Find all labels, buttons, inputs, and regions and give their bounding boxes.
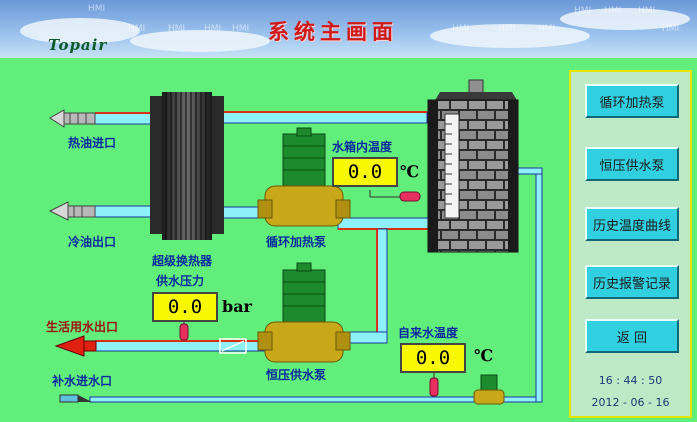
tap-temp-label: 自来水温度 (398, 326, 459, 340)
plate-heat-exchanger (150, 92, 224, 240)
back-button[interactable]: 返 回 (585, 319, 679, 353)
tap-temp-unit: ℃ (474, 346, 494, 365)
makeup-pump (473, 374, 505, 405)
watermark-text: HMI (88, 4, 106, 14)
page-title: 系统主画面 (268, 19, 398, 44)
circulation-pump-label: 循环加热泵 (266, 235, 327, 249)
circulation-pump (257, 127, 351, 227)
logo: Topair (48, 36, 108, 54)
tank-temp-sensor (369, 190, 421, 202)
pressure-unit: bar (222, 297, 252, 316)
navigation-panel: 循环加热泵 恒压供水泵 历史温度曲线 历史报警记录 返 回 16 : 44 : … (569, 70, 692, 418)
tank-temp-unit: ℃ (400, 162, 420, 181)
makeup-water-pipe (89, 167, 543, 403)
temperature-history-button[interactable]: 历史温度曲线 (585, 207, 679, 241)
tap-temp-readout: 0.0 (400, 343, 466, 373)
exchanger-to-tank-pipe (214, 111, 428, 124)
pressure-sensor (179, 322, 189, 341)
supply-vertical-pipe (337, 228, 388, 344)
clock-time: 16 : 44 : 50 (598, 374, 663, 387)
pressure-readout: 0.0 (152, 292, 218, 322)
watermark-text: HMI (232, 24, 250, 34)
constant-pump-label: 恒压供水泵 (266, 368, 327, 382)
hot-oil-inlet-arrow (49, 109, 96, 128)
makeup-inlet-valve (59, 394, 92, 403)
constant-pump-button[interactable]: 恒压供水泵 (585, 147, 679, 181)
watermark-text: HMI (604, 6, 622, 16)
watermark-text: HMI (498, 24, 516, 34)
tank-temp-label: 水箱内温度 (332, 140, 393, 154)
watermark-text: HMI (168, 24, 186, 34)
alarm-history-button[interactable]: 历史报警记录 (585, 265, 679, 299)
cold-oil-outlet-arrow (48, 201, 96, 221)
watermark-text: HMI (538, 24, 556, 34)
watermark-text: HMI (662, 24, 680, 34)
watermark-text: HMI (204, 24, 222, 34)
water-tank (427, 79, 519, 253)
hot-oil-inlet-label: 热油进口 (68, 136, 117, 150)
cold-oil-outlet-label: 冷油出口 (68, 235, 117, 249)
circulation-pump-button[interactable]: 循环加热泵 (585, 84, 679, 118)
header-banner: Topair 系统主画面 HMI HMI HMI HMI HMI HMI HMI HMI HMI… (0, 0, 697, 58)
domestic-outlet-label: 生活用水出口 (46, 320, 119, 334)
watermark-text: HMI (638, 6, 656, 16)
exchanger-label: 超级换热器 (152, 254, 213, 268)
watermark-text: HMI (574, 6, 592, 16)
constant-pressure-pump (257, 262, 351, 363)
watermark-text: HMI (452, 24, 470, 34)
makeup-inlet-label: 补水进水口 (52, 374, 113, 388)
check-valve (219, 338, 247, 354)
tank-temp-readout: 0.0 (332, 157, 398, 187)
tap-temp-sensor (429, 372, 439, 397)
watermark-text: HMI (128, 24, 146, 34)
supply-pressure-label: 供水压力 (156, 274, 205, 288)
clock-date: 2012 - 06 - 16 (591, 396, 670, 409)
domestic-outlet-arrow (54, 335, 97, 357)
